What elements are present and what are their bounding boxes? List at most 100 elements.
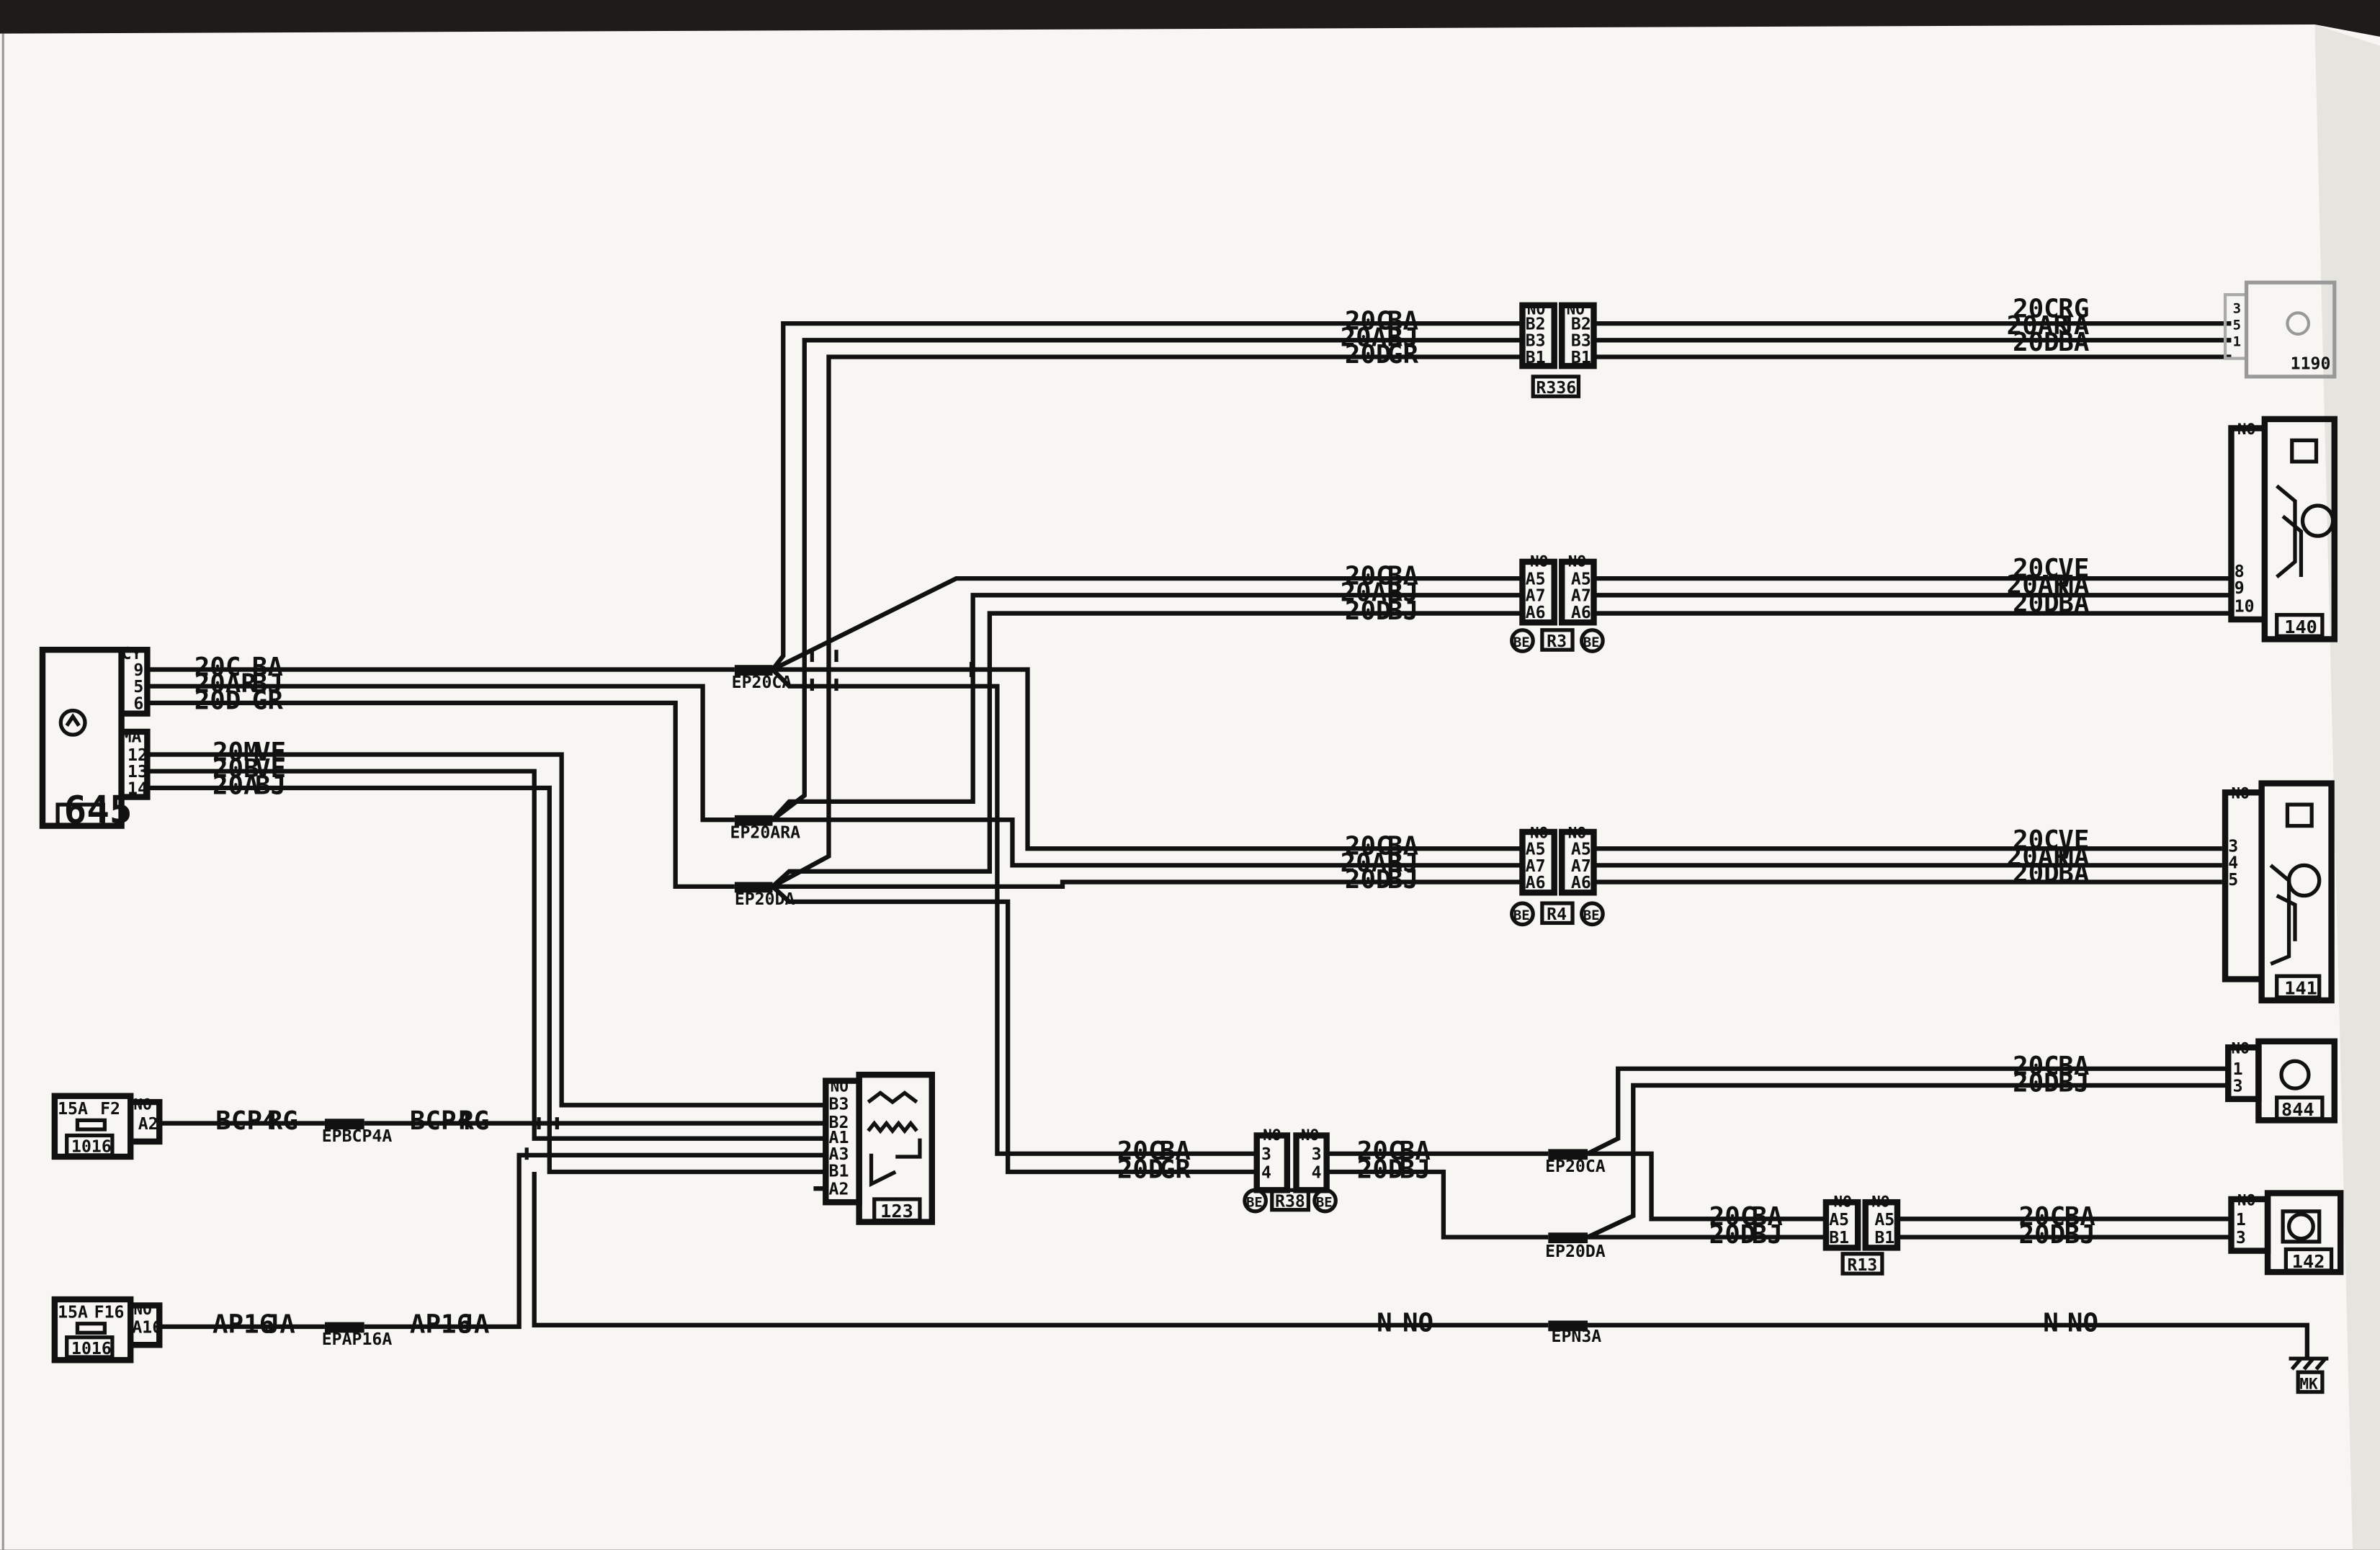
svg-text:6: 6 (133, 694, 143, 713)
svg-text:BJ: BJ (255, 771, 286, 800)
svg-text:9: 9 (133, 660, 143, 680)
svg-text:A7: A7 (1571, 856, 1591, 876)
svg-text:A7: A7 (1526, 856, 1546, 876)
svg-text:AP16: AP16 (410, 1309, 472, 1339)
svg-text:BE: BE (1513, 635, 1530, 650)
svg-text:BJ: BJ (1387, 865, 1418, 895)
svg-text:BA: BA (1160, 1137, 1191, 1166)
splice-ep20da (734, 882, 773, 893)
splice-epbcp4a (324, 1119, 364, 1130)
svg-text:NO: NO (1402, 1308, 1433, 1338)
svg-text:20D: 20D (1345, 596, 1392, 626)
svg-text:BA: BA (2058, 1052, 2089, 1081)
svg-text:A6: A6 (1571, 873, 1591, 892)
svg-text:RG: RG (2058, 295, 2089, 324)
component-123: NO B3 B2 A1 A3 B1 A2 123 (823, 1071, 935, 1225)
svg-text:20C: 20C (1345, 307, 1392, 336)
splice-ep20ca-2 (1548, 1149, 1588, 1160)
svg-text:13: 13 (128, 762, 148, 781)
svg-text:3: 3 (2233, 1076, 2243, 1096)
svg-text:20C: 20C (1357, 1137, 1404, 1166)
wires (147, 321, 2310, 1359)
splice-ep20ara (734, 815, 773, 826)
svg-text:BCP4: BCP4 (215, 1106, 277, 1136)
svg-text:BJ: BJ (1387, 578, 1418, 608)
svg-text:A7: A7 (1526, 586, 1546, 606)
svg-text:20C: 20C (2013, 554, 2059, 583)
svg-text:20C: 20C (2013, 1052, 2059, 1081)
svg-text:A2: A2 (829, 1180, 849, 1199)
svg-text:MA: MA (122, 727, 142, 747)
svg-text:20B: 20B (212, 754, 259, 784)
svg-text:20A: 20A (212, 771, 259, 800)
splice-ep20ca (734, 665, 773, 676)
component-1190: 3 5 1 1190 (2223, 280, 2337, 379)
fuse-f2: 15A F2 1016 NO A2 (51, 1093, 163, 1160)
svg-text:NO: NO (2067, 1308, 2098, 1338)
svg-text:EPAP16A: EPAP16A (322, 1330, 393, 1349)
svg-text:EP20DA: EP20DA (735, 890, 795, 909)
svg-text:20D: 20D (1345, 865, 1392, 895)
svg-text:1016: 1016 (71, 1137, 112, 1157)
svg-text:B2: B2 (829, 1113, 849, 1132)
svg-text:A1: A1 (829, 1128, 849, 1147)
crossing-marks (524, 650, 992, 1160)
svg-text:GR: GR (1387, 340, 1419, 369)
svg-text:BA: BA (1387, 307, 1418, 336)
component-140: NO 8 9 10 140 (2228, 416, 2338, 642)
svg-text:BE: BE (1513, 908, 1530, 923)
svg-text:5: 5 (133, 677, 143, 696)
svg-text:844: 844 (2281, 1099, 2314, 1120)
svg-text:N: N (2043, 1308, 2059, 1338)
svg-text:20AR: 20AR (1341, 578, 1403, 608)
svg-text:3: 3 (2228, 836, 2238, 856)
svg-text:NO: NO (133, 1096, 151, 1114)
svg-text:NO: NO (1530, 552, 1548, 570)
svg-text:JA: JA (264, 1309, 295, 1339)
svg-text:B1: B1 (1829, 1228, 1849, 1247)
svg-text:NO: NO (1263, 1126, 1281, 1144)
svg-text:1190: 1190 (2291, 354, 2331, 373)
svg-text:20D: 20D (2013, 859, 2059, 889)
svg-text:F16: F16 (94, 1302, 125, 1322)
component-141: NO 3 4 5 141 (2222, 780, 2335, 1004)
svg-text:CY: CY (122, 644, 142, 663)
svg-text:20D: 20D (2013, 328, 2059, 357)
svg-text:1016: 1016 (71, 1339, 112, 1358)
svg-text:RG: RG (458, 1106, 489, 1136)
svg-text:NO: NO (1871, 1192, 1889, 1210)
svg-text:BA: BA (1400, 1137, 1431, 1166)
svg-text:B1: B1 (1526, 348, 1546, 367)
svg-text:BJ: BJ (1752, 1220, 1783, 1250)
svg-text:RG: RG (267, 1106, 298, 1136)
svg-text:3: 3 (2233, 300, 2241, 316)
svg-text:NO: NO (1527, 300, 1545, 318)
svg-text:123: 123 (880, 1201, 913, 1222)
svg-text:15A: 15A (58, 1099, 88, 1119)
component-645: 645 CY MA 9 5 6 12 13 14 (39, 644, 151, 832)
svg-text:140: 140 (2284, 617, 2317, 637)
svg-text:A6: A6 (1571, 603, 1591, 622)
svg-text:A3: A3 (829, 1144, 849, 1164)
svg-text:8: 8 (2234, 562, 2245, 581)
svg-text:3: 3 (2236, 1228, 2246, 1247)
svg-text:EP20CA: EP20CA (1545, 1157, 1606, 1176)
svg-text:20C: 20C (2013, 825, 2059, 855)
svg-text:GR: GR (252, 686, 284, 715)
svg-text:20AR: 20AR (2007, 570, 2070, 600)
svg-text:BJ: BJ (2058, 1068, 2089, 1098)
svg-text:20AR: 20AR (1341, 848, 1403, 878)
svg-text:20C: 20C (1117, 1137, 1164, 1166)
svg-text:1: 1 (2236, 1210, 2246, 1229)
svg-text:20D: 20D (1117, 1155, 1164, 1184)
svg-text:BJ: BJ (252, 669, 283, 699)
svg-text:B3: B3 (1526, 331, 1546, 351)
svg-text:EP20CA: EP20CA (732, 673, 792, 692)
svg-text:3: 3 (1312, 1144, 1322, 1164)
svg-text:B2: B2 (1526, 315, 1546, 334)
